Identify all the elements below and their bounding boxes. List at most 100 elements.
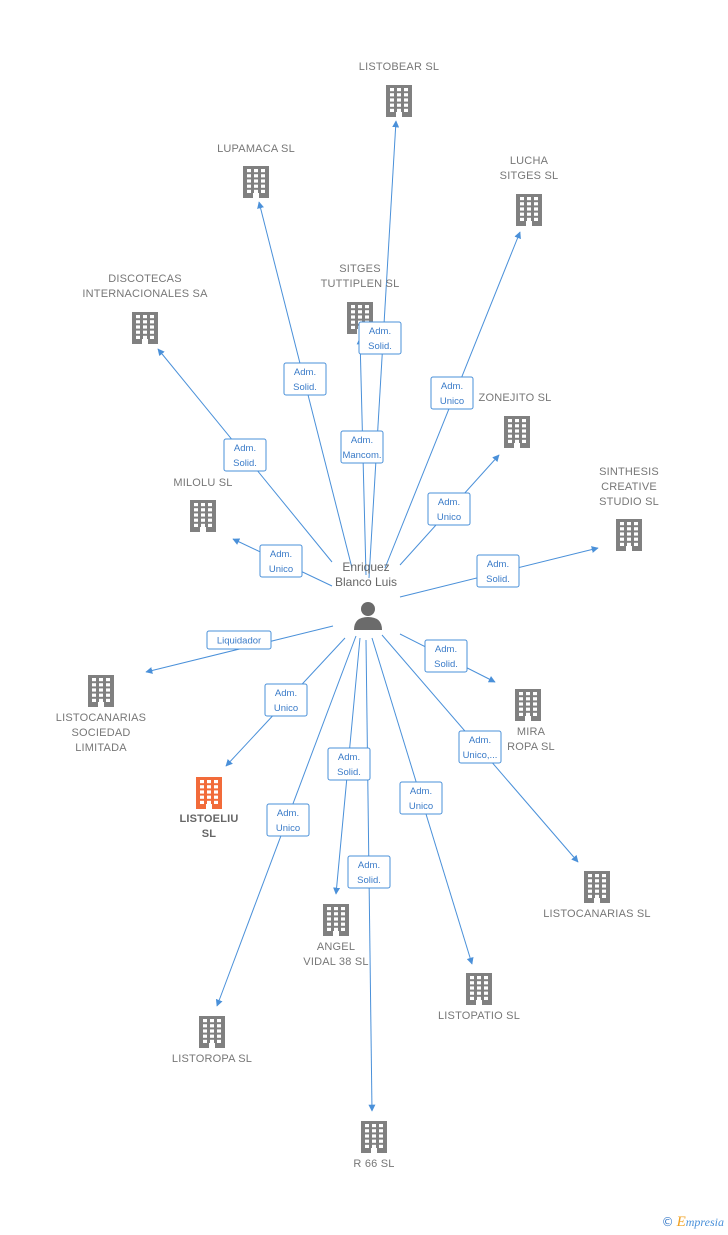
role-badge-r66[interactable]: Adm.Solid. [347,855,391,889]
role-badge-zonejito[interactable]: Adm.Unico [427,492,471,526]
building-icon [515,689,541,721]
company-label: ROPA SL [507,741,555,753]
role-badge-listoeliu[interactable]: Adm. Unico [264,683,308,717]
role-badge-angel-vidal[interactable]: Adm. Solid. [327,747,371,781]
company-label: LISTOPATIO SL [438,1010,520,1022]
company-node-discotecas[interactable]: DISCOTECAS INTERNACIONALES SA [82,273,208,344]
role-label: Adm. [338,752,360,763]
edge-labels-layer: Adm.Solid.Adm.Solid.Adm.UnicoAdm.Solid.A… [206,321,520,889]
company-label: STUDIO SL [599,496,659,508]
building-icon [466,973,492,1005]
company-node-mira-ropa[interactable]: MIRA ROPA SL [507,689,555,753]
company-label: SINTHESIS [599,466,659,478]
company-label: DISCOTECAS [108,273,182,285]
company-node-lucha-sitges[interactable]: LUCHA SITGES SL [500,155,559,226]
building-icon [323,904,349,936]
role-label: Unico [409,801,433,812]
company-node-zonejito[interactable]: ZONEJITO SL [479,392,552,448]
role-label: Adm. [275,688,297,699]
company-node-lupamaca[interactable]: LUPAMACA SL [217,143,295,198]
building-icon [190,500,216,532]
role-badge-listocanarias-sl[interactable]: Adm. Unico,... [458,730,502,764]
building-icon [132,312,158,344]
company-label: LUPAMACA SL [217,143,295,155]
company-node-listoropa[interactable]: LISTOROPA SL [172,1016,252,1065]
company-node-angel-vidal[interactable]: ANGEL VIDAL 38 SL [303,904,368,968]
role-label: Adm. [351,435,373,446]
role-label: Solid. [368,341,392,352]
company-label: LUCHA [510,155,549,167]
company-label: ANGEL [317,941,355,953]
role-label: Unico [274,703,298,714]
role-badge-listocanarias-sociedad[interactable]: Liquidador [206,630,272,650]
role-badge-listobear[interactable]: Adm. Solid. [358,321,402,355]
building-icon [88,675,114,707]
role-label: Adm. [441,381,463,392]
role-label: Adm. [270,549,292,560]
building-icon [199,1016,225,1048]
role-badge-milolu[interactable]: Adm.Unico [259,544,303,578]
nodes-layer: LISTOBEAR SL LUPAMACA SL LUCHA SITGES SL DIS… [56,61,659,1170]
role-label: Adm. [469,735,491,746]
company-label: INTERNACIONALES SA [82,288,208,300]
building-icon [196,777,222,809]
role-label: Solid. [486,574,510,585]
role-label: Unico [440,396,464,407]
building-icon [504,416,530,448]
role-label: Solid. [337,767,361,778]
company-label: MILOLU SL [173,477,232,489]
company-label: MIRA [517,726,546,738]
building-icon [616,519,642,551]
building-icon [584,871,610,903]
company-label: VIDAL 38 SL [303,956,368,968]
role-label: Mancom. [342,450,381,461]
company-label: ZONEJITO SL [479,392,552,404]
role-label: Unico,... [463,750,498,761]
company-label: SOCIEDAD [71,727,130,739]
brand-name: mpresia [685,1215,724,1229]
role-label: Adm. [410,786,432,797]
role-badge-mira-ropa[interactable]: Adm.Solid. [424,639,468,673]
company-node-r66[interactable]: R 66 SL [353,1121,394,1170]
company-label: SITGES [339,263,381,275]
role-label: Adm. [369,326,391,337]
company-label: LISTOCANARIAS SL [543,908,651,920]
person-name: Blanco Luis [335,575,397,589]
copyright-symbol: © [661,1215,674,1229]
role-badge-synthesis[interactable]: Adm. Solid. [476,554,520,588]
role-label: Solid. [233,458,257,469]
company-label: LISTOELIU [179,813,238,825]
company-label: LISTOROPA SL [172,1053,252,1065]
company-label: R 66 SL [353,1158,394,1170]
company-node-listocanarias-sl[interactable]: LISTOCANARIAS SL [543,871,651,920]
role-label: Adm. [277,808,299,819]
role-badge-lucha-sitges[interactable]: Adm. Unico [430,376,474,410]
role-badge-listoropa[interactable]: Adm.Unico [266,803,310,837]
company-node-listoeliu[interactable]: LISTOELIU SL [179,777,238,840]
company-node-listobear[interactable]: LISTOBEAR SL [359,61,439,117]
role-label: Adm. [435,644,457,655]
role-badge-sitges-tuttiplen[interactable]: Adm. Mancom. [340,430,384,464]
role-badge-lupamaca[interactable]: Adm.Solid. [283,362,327,396]
company-label: SL [202,828,217,840]
person-name: Enriquez [342,560,389,574]
company-node-milolu[interactable]: MILOLU SL [173,477,232,532]
brand-initial: E [676,1214,686,1230]
role-label: Adm. [487,559,509,570]
building-icon [361,1121,387,1153]
role-label: Solid. [293,382,317,393]
role-label: Solid. [357,875,381,886]
person-icon [354,602,382,630]
role-badge-discotecas[interactable]: Adm. Solid. [223,438,267,472]
role-badge-listopatio[interactable]: Adm. Unico [399,781,443,815]
company-label: SITGES SL [500,170,559,182]
company-label: LISTOCANARIAS [56,712,146,724]
company-node-listopatio[interactable]: LISTOPATIO SL [438,973,520,1022]
role-label: Adm. [234,443,256,454]
role-label: Unico [437,512,461,523]
